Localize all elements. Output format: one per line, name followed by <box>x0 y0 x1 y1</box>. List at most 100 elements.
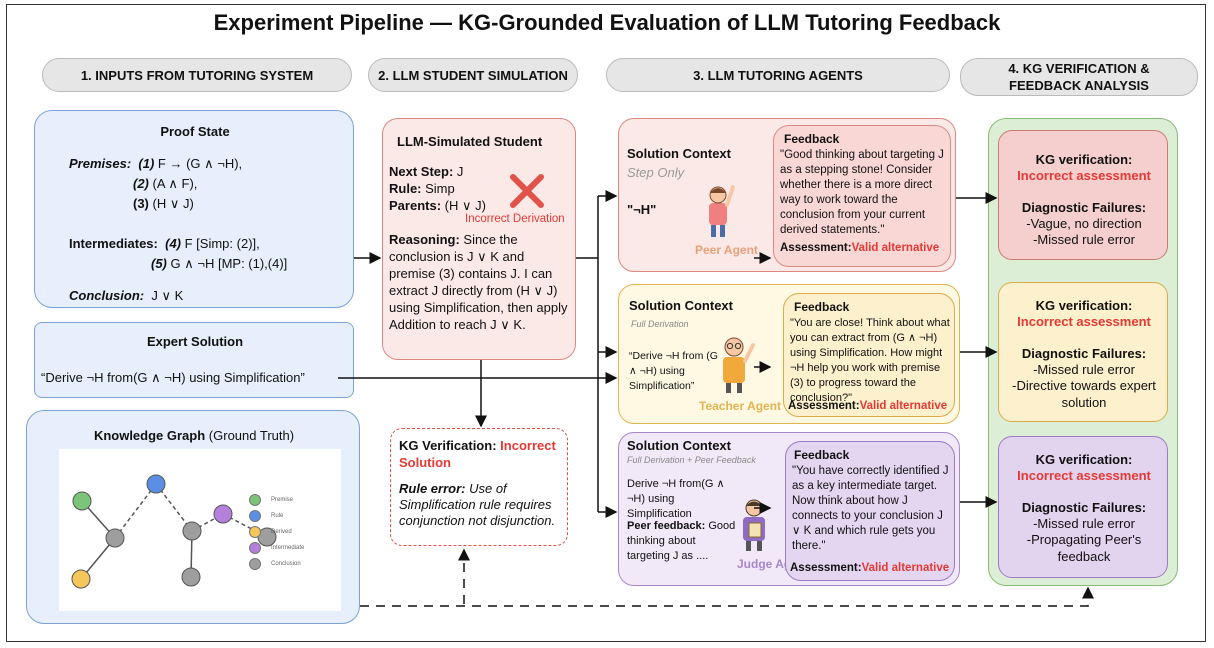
premise-3-line: (3) (H ∨ J) <box>133 195 194 212</box>
reasoning-label: Reasoning: <box>389 232 460 247</box>
premise-3-text: (H ∨ J) <box>152 196 194 211</box>
peer-feedback-title: Feedback <box>784 132 840 146</box>
kg-result-verdict: Incorrect assessment <box>1017 314 1151 329</box>
intermediate-5-number: (5) <box>151 256 167 271</box>
proof-state-box: Proof State Premises: (1) F → (G ∧ ¬H), … <box>34 110 354 308</box>
peer-context-title: Solution Context <box>627 146 731 161</box>
peer-agent-label: Peer Agent <box>695 243 758 257</box>
student-box: LLM-Simulated Student Next Step: J Rule:… <box>382 118 576 360</box>
graph-node-intermediate <box>213 504 233 524</box>
teacher-context-text: “Derive ¬H from (G ∧ ¬H) using Simplific… <box>629 350 718 392</box>
intermediate-4-line: Intermediates: (4) F [Simp: (2)], <box>69 235 260 252</box>
kg-result-diag-title: Diagnostic Failures: <box>1021 500 1147 515</box>
judge-context-title: Solution Context <box>627 438 731 453</box>
legend-item-intermediate: Intermediate <box>249 540 335 556</box>
premise-1-text: F → (G ∧ ¬H), <box>157 156 243 171</box>
knowledge-graph-box: Knowledge Graph (Ground Truth) <box>26 410 360 624</box>
rule-label: Rule: <box>389 181 422 196</box>
conclusion-dot-icon <box>249 558 261 570</box>
kg-verification-label: KG Verification: <box>399 438 497 453</box>
teacher-agent-icon <box>723 337 755 393</box>
kg-result-item: -Propagating Peer's feedback <box>1026 532 1142 564</box>
premise-dot-icon <box>249 494 261 506</box>
legend-label: Rule <box>271 513 284 519</box>
header-kg-line1: 4. KG VERIFICATION & <box>1008 61 1150 76</box>
legend-item-derived: Derived <box>249 524 335 540</box>
expert-solution-title: Expert Solution <box>146 334 244 349</box>
reasoning-text: Since the conclusion is J ∨ K and premis… <box>389 232 568 332</box>
intermediates-label: Intermediates: <box>69 236 158 251</box>
peer-agent-box: Solution Context Step Only "¬H" Peer Age… <box>618 118 956 272</box>
knowledge-graph-title: Knowledge Graph <box>93 428 206 443</box>
premise-3-number: (3) <box>133 196 149 211</box>
conclusion-label: Conclusion: <box>69 288 145 303</box>
kg-verdict-part2: Solution <box>399 455 451 470</box>
kg-result-verdict: Incorrect assessment <box>1017 168 1151 183</box>
parents-value: (H ∨ J) <box>444 198 486 213</box>
conclusion-line: Conclusion: J ∨ K <box>69 287 183 304</box>
kg-verdict-part1: Incorrect <box>500 438 556 453</box>
rule-error-block: Rule error: Use of Simplification rule r… <box>399 481 565 529</box>
judge-assessment-line: Assessment:Valid alternative <box>790 562 949 574</box>
judge-peer-feedback: Peer feedback: Good thinking about targe… <box>627 519 739 564</box>
header-tutoring-agents: 3. LLM TUTORING AGENTS <box>606 58 950 92</box>
peer-context-text: "¬H" <box>627 202 657 217</box>
kg-result-teacher: KG verification: Incorrect assessment Di… <box>998 282 1168 422</box>
peer-feedback-text: Good thinking about targeting J as .... <box>627 520 736 562</box>
premise-2-line: (2) (A ∧ F), <box>133 175 197 192</box>
legend-label: Premise <box>271 497 294 503</box>
kg-result-judge: KG verification: Incorrect assessment Di… <box>998 436 1168 578</box>
rule-error-text: Use of Simplification rule requires conj… <box>399 481 556 528</box>
judge-agent-box: Solution Context Full Derivation + Peer … <box>618 432 960 586</box>
teacher-agent-box: Solution Context Full Derivation “Derive… <box>618 284 960 424</box>
graph-node-derived <box>71 569 91 589</box>
knowledge-graph-legend: Premise Rule Derived Intermediate Conclu… <box>249 492 335 572</box>
knowledge-graph-subtitle: (Ground Truth) <box>208 428 295 443</box>
teacher-assessment-line: Assessment:Valid alternative <box>788 400 947 412</box>
kg-result-item: -Missed rule error <box>1033 362 1135 377</box>
incorrect-cross-icon <box>510 174 544 208</box>
rule-line: Rule: Simp <box>389 180 455 197</box>
judge-context-text: Derive ¬H from(G ∧ ¬H) using Simplificat… <box>627 478 725 520</box>
assessment-value: Valid alternative <box>859 400 948 412</box>
intermediate-5-text: G ∧ ¬H [MP: (1),(4)] <box>170 256 288 271</box>
parents-label: Parents: <box>389 198 442 213</box>
premise-1-number: (1) <box>138 156 155 171</box>
graph-node-premise <box>72 491 92 511</box>
conclusion-text: J ∨ K <box>151 288 184 303</box>
graph-node-rule <box>146 474 166 494</box>
assessment-value: Valid alternative <box>851 242 940 254</box>
assessment-value: Valid alternative <box>861 562 950 574</box>
graph-node-conclusion <box>181 567 201 587</box>
student-kg-verification-box: KG Verification: Incorrect Solution Rule… <box>390 428 568 546</box>
legend-item-conclusion: Conclusion <box>249 556 335 572</box>
peer-feedback-box: Feedback "Good thinking about targeting … <box>773 125 951 267</box>
legend-item-premise: Premise <box>249 492 335 508</box>
proof-state-title: Proof State <box>160 124 230 139</box>
premise-2-number: (2) <box>133 176 149 191</box>
premise-2-text: (A ∧ F), <box>152 176 198 191</box>
intermediate-4-number: (4) <box>165 236 181 251</box>
figure-frame <box>6 4 1206 642</box>
expert-solution-box: Expert Solution “Derive ¬H from(G ∧ ¬H) … <box>34 322 354 398</box>
next-step-line: Next Step: J <box>389 163 463 180</box>
next-step-value: J <box>456 164 464 179</box>
legend-label: Intermediate <box>271 545 305 551</box>
assessment-label: Assessment: <box>780 242 852 254</box>
expert-solution-text: “Derive ¬H from(G ∧ ¬H) using Simplifica… <box>41 370 305 385</box>
figure-title: Experiment Pipeline — KG-Grounded Evalua… <box>213 10 1001 35</box>
peer-agent-icon <box>709 185 735 237</box>
kg-result-item: -Missed rule error <box>1033 232 1135 247</box>
knowledge-graph-heading: Knowledge Graph (Ground Truth) <box>27 427 361 444</box>
header-kg-verification: 4. KG VERIFICATION & FEEDBACK ANALYSIS <box>960 58 1198 96</box>
premise-1-line: Premises: (1) F → (G ∧ ¬H), <box>69 155 242 172</box>
header-kg-line2: FEEDBACK ANALYSIS <box>1009 78 1149 93</box>
kg-result-item: -Directive towards expert solution <box>1012 378 1156 410</box>
judge-feedback-box: Feedback "You have correctly identified … <box>785 441 955 581</box>
intermediate-5-line: (5) G ∧ ¬H [MP: (1),(4)] <box>151 255 287 272</box>
kg-result-diag-title: Diagnostic Failures: <box>1021 346 1147 361</box>
rule-error-label: Rule error: <box>399 481 466 496</box>
legend-item-rule: Rule <box>249 508 335 524</box>
teacher-feedback-title: Feedback <box>794 300 850 314</box>
